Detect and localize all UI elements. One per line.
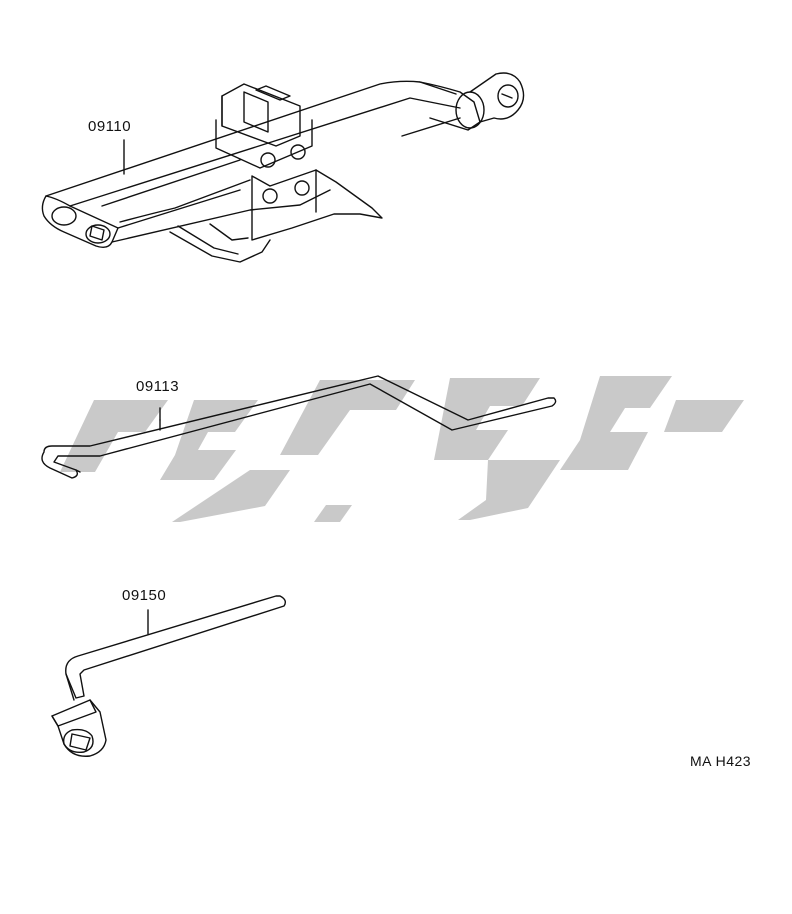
part-label-09110: 09110 xyxy=(88,118,132,135)
lug-wrench-drawing xyxy=(51,595,287,757)
diagram-reference-code: MA H423 xyxy=(690,753,752,769)
brand-watermark-icon xyxy=(60,376,744,522)
part-label-09113: 09113 xyxy=(136,378,180,395)
jack-handle-drawing xyxy=(41,375,557,479)
part-label-09150: 09150 xyxy=(122,587,167,604)
scissor-jack-drawing xyxy=(41,72,525,263)
